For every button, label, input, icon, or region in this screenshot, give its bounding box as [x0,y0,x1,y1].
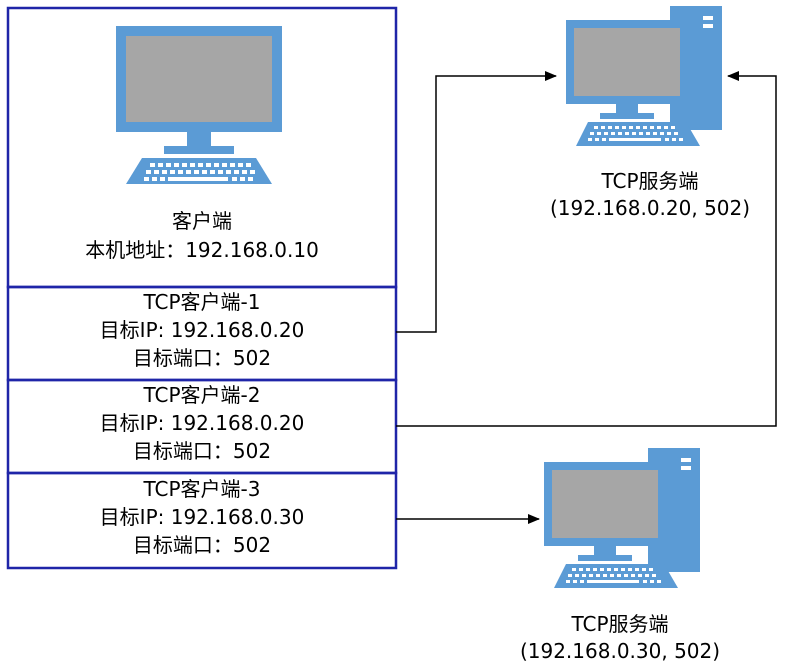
connection-client2-server1 [396,71,777,427]
tcp-client-1-name: TCP客户端-1 [143,290,261,314]
server-1-name: TCP服务端 [601,169,699,193]
tcp-client-2-name: TCP客户端-2 [143,383,261,407]
tcp-client-3-target-port: 目标端口：502 [132,533,272,557]
client-local-address: 本机地址：192.168.0.10 [85,238,319,262]
server-2-desktop-icon [544,448,700,588]
connection-client1-server1 [396,71,557,333]
tcp-client-3-name: TCP客户端-3 [143,477,261,501]
tcp-client-2-target-ip: 目标IP: 192.168.0.20 [99,411,305,435]
server-2-address: (192.168.0.30, 502) [519,639,721,663]
tcp-client-1-target-port: 目标端口：502 [132,346,272,370]
server-1-desktop-icon [566,6,722,146]
client-laptop-icon [116,26,282,184]
tcp-client-2-target-port: 目标端口：502 [132,439,272,463]
server-1-address: (192.168.0.20, 502) [549,196,751,220]
tcp-client-3-target-ip: 目标IP: 192.168.0.30 [99,505,305,529]
tcp-client-1-target-ip: 目标IP: 192.168.0.20 [99,318,305,342]
client-title: 客户端 [172,209,232,233]
tcp-client-3-box [6,471,398,570]
server-2-name: TCP服务端 [571,612,669,636]
